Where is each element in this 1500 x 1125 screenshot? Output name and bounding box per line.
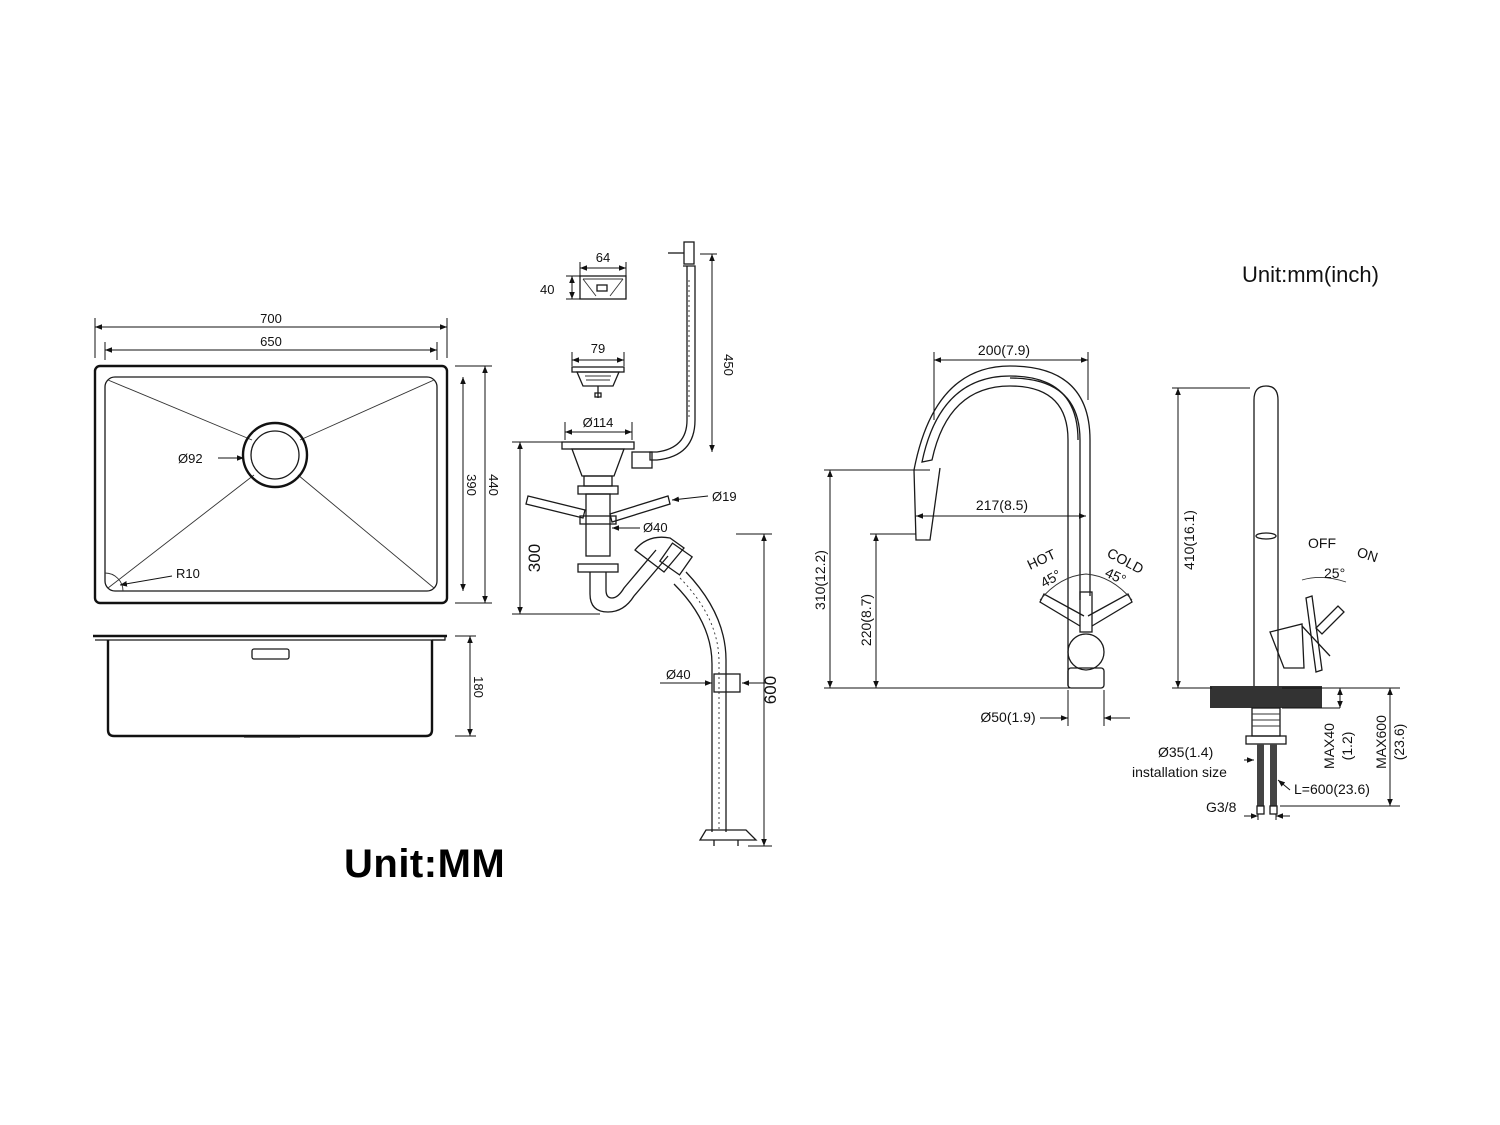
dim-410: 410(16.1) xyxy=(1181,510,1197,570)
dim-hose-length: L=600(23.6) xyxy=(1294,781,1370,797)
dim-40-overflow: 40 xyxy=(540,282,554,297)
dim-217: 217(8.5) xyxy=(976,497,1028,513)
dim-max40-inch: (1.2) xyxy=(1339,732,1355,761)
dim-650: 650 xyxy=(260,334,282,349)
label-off: OFF xyxy=(1308,535,1336,551)
label-lever-angle: 25° xyxy=(1324,565,1345,581)
overflow-cover: 64 40 xyxy=(540,250,627,300)
dim-max40: MAX40 xyxy=(1321,723,1337,769)
faucet-side-view: 410(16.1) OFF ON 25° MAX40 (1.2) MAX600 … xyxy=(1132,385,1407,820)
dim-19: Ø19 xyxy=(712,489,737,504)
label-hot-angle: 45° xyxy=(1038,566,1064,590)
unit-label-mm-inch: Unit:mm(inch) xyxy=(1242,262,1379,287)
dim-50: Ø50(1.9) xyxy=(980,709,1035,725)
unit-label-mm: Unit:MM xyxy=(344,842,506,886)
dim-max600: MAX600 xyxy=(1373,715,1389,769)
dim-35: Ø35(1.4) xyxy=(1158,744,1213,760)
side-inlet-left xyxy=(525,495,586,519)
overflow-hose: 450 xyxy=(649,241,736,461)
side-inlet-right xyxy=(609,495,671,523)
strainer-basket: 79 xyxy=(571,341,625,398)
dim-390: 390 xyxy=(464,474,479,496)
sink-top-view xyxy=(93,364,449,605)
dim-r10: R10 xyxy=(176,566,200,581)
dim-40-top: Ø40 xyxy=(643,520,668,535)
dim-310: 310(12.2) xyxy=(812,550,828,610)
dim-max600-inch: (23.6) xyxy=(1391,724,1407,761)
dim-440: 440 xyxy=(486,474,501,496)
sink-side-view: 180 xyxy=(93,634,486,738)
dim-300: 300 xyxy=(525,544,544,572)
drain-hose: Ø40 600 xyxy=(660,533,780,847)
dim-700: 700 xyxy=(260,311,282,326)
label-on: ON xyxy=(1355,544,1380,566)
drain-hole xyxy=(241,421,309,489)
drain-assembly: Ø114 Ø19 Ø40 300 xyxy=(512,415,737,615)
sink-dimensions: 700 650 390 440 Ø92 R10 xyxy=(94,311,501,604)
faucet-front-view: 200(7.9) 217(8.5) 310(12.2) 220(8.7) HOT… xyxy=(812,342,1146,726)
dim-600: 600 xyxy=(761,676,780,704)
countertop xyxy=(1210,686,1322,708)
dim-114: Ø114 xyxy=(583,415,614,430)
dim-450: 450 xyxy=(721,354,736,376)
dim-220: 220(8.7) xyxy=(858,594,874,646)
dim-180: 180 xyxy=(471,676,486,698)
dim-200: 200(7.9) xyxy=(978,342,1030,358)
dim-g38: G3/8 xyxy=(1206,799,1237,815)
label-installation-size: installation size xyxy=(1132,764,1227,780)
dim-40-bottom: Ø40 xyxy=(666,667,691,682)
dim-79: 79 xyxy=(591,341,605,356)
dim-64: 64 xyxy=(596,250,610,265)
dim-drain-92: Ø92 xyxy=(178,451,203,466)
